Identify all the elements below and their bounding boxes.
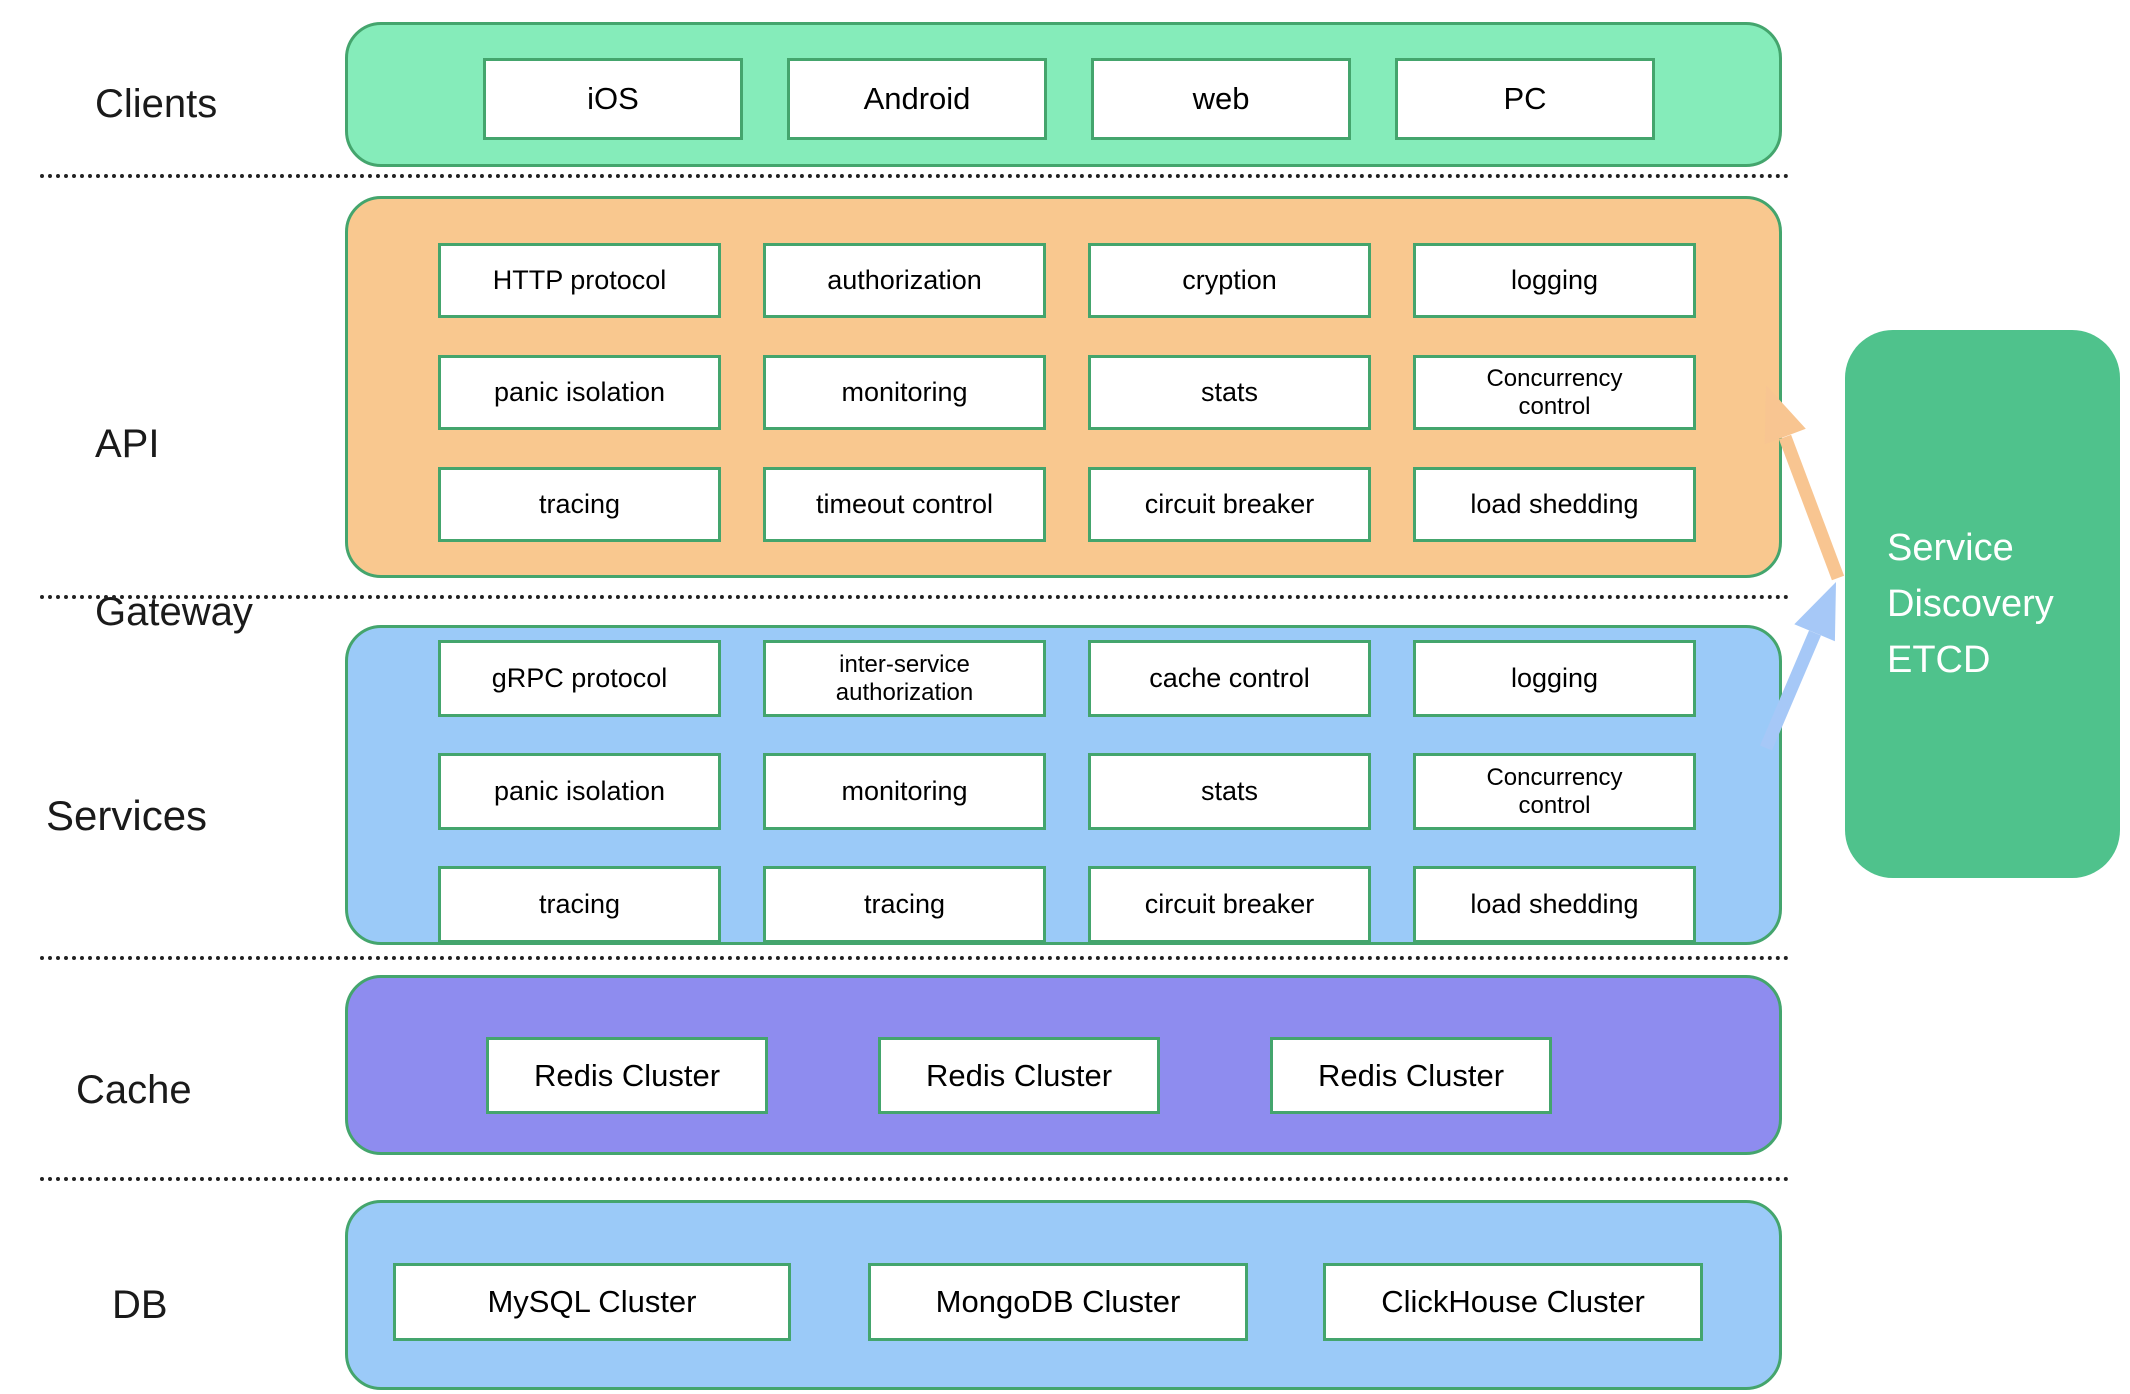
layer-label-db: DB [112, 1283, 168, 1327]
layer-label-services: Services [46, 792, 208, 839]
layer-label-api-line: API [95, 422, 160, 466]
services-cell-grpc-protocol: gRPC protocol [438, 640, 721, 717]
services-cells: gRPC protocol inter-service authorizatio… [348, 628, 1779, 943]
services-band: gRPC protocol inter-service authorizatio… [345, 625, 1782, 945]
api-gateway-band: HTTP protocol authorization cryption log… [345, 196, 1782, 578]
client-box-android: Android [787, 58, 1047, 140]
arrow-head-blue [1794, 582, 1836, 642]
gateway-cell-cryption: cryption [1088, 243, 1371, 318]
separator-clients-gateway [40, 174, 1790, 178]
services-cell-tracing-1: tracing [438, 866, 721, 943]
db-items: MySQL Cluster MongoDB Cluster ClickHouse… [348, 1203, 1779, 1341]
gateway-cell-concurrency-control: Concurrency control [1413, 355, 1696, 430]
services-cell-concurrency-control: Concurrency control [1413, 753, 1696, 830]
cache-box-redis-3: Redis Cluster [1270, 1037, 1552, 1114]
service-discovery-line-1: Service [1887, 527, 2014, 569]
layer-label-cache: Cache [76, 1068, 192, 1112]
db-band: MySQL Cluster MongoDB Cluster ClickHouse… [345, 1200, 1782, 1390]
gateway-cell-timeout-control: timeout control [763, 467, 1046, 542]
client-box-ios: iOS [483, 58, 743, 140]
clients-items: iOS Android web PC [348, 25, 1779, 140]
cache-box-redis-2: Redis Cluster [878, 1037, 1160, 1114]
layer-label-clients: Clients [95, 82, 218, 126]
db-box-mongodb: MongoDB Cluster [868, 1263, 1248, 1341]
client-box-web: web [1091, 58, 1351, 140]
db-box-mysql: MySQL Cluster [393, 1263, 791, 1341]
gateway-cell-load-shedding: load shedding [1413, 467, 1696, 542]
service-discovery-line-3: ETCD [1887, 639, 1991, 681]
services-cell-cache-control: cache control [1088, 640, 1371, 717]
gateway-cell-tracing: tracing [438, 467, 721, 542]
gateway-cells: HTTP protocol authorization cryption log… [348, 199, 1779, 542]
db-box-clickhouse: ClickHouse Cluster [1323, 1263, 1703, 1341]
gateway-cell-panic-isolation: panic isolation [438, 355, 721, 430]
gateway-cell-circuit-breaker: circuit breaker [1088, 467, 1371, 542]
gateway-cell-logging: logging [1413, 243, 1696, 318]
cache-box-redis-1: Redis Cluster [486, 1037, 768, 1114]
services-cell-circuit-breaker: circuit breaker [1088, 866, 1371, 943]
separator-gateway-services [40, 595, 1790, 599]
cache-band: Redis Cluster Redis Cluster Redis Cluste… [345, 975, 1782, 1155]
gateway-cell-authorization: authorization [763, 243, 1046, 318]
separator-services-cache [40, 956, 1790, 960]
service-discovery-label: Service Discovery ETCD [1887, 520, 2054, 688]
service-discovery-line-2: Discovery [1887, 583, 2054, 625]
gateway-cell-monitoring: monitoring [763, 355, 1046, 430]
client-box-pc: PC [1395, 58, 1655, 140]
services-cell-tracing-2: tracing [763, 866, 1046, 943]
separator-cache-db [40, 1177, 1790, 1181]
gateway-cell-stats: stats [1088, 355, 1371, 430]
services-cell-inter-service-authorization: inter-service authorization [763, 640, 1046, 717]
services-cell-panic-isolation: panic isolation [438, 753, 721, 830]
clients-band: iOS Android web PC [345, 22, 1782, 167]
layer-label-api-gateway: API Gateway [95, 304, 253, 752]
services-cell-monitoring: monitoring [763, 753, 1046, 830]
services-cell-stats: stats [1088, 753, 1371, 830]
services-cell-load-shedding: load shedding [1413, 866, 1696, 943]
gateway-cell-http-protocol: HTTP protocol [438, 243, 721, 318]
services-cell-logging: logging [1413, 640, 1696, 717]
cache-items: Redis Cluster Redis Cluster Redis Cluste… [348, 978, 1779, 1114]
layer-label-gateway-line: Gateway [95, 590, 253, 634]
service-discovery-box: Service Discovery ETCD [1845, 330, 2120, 878]
